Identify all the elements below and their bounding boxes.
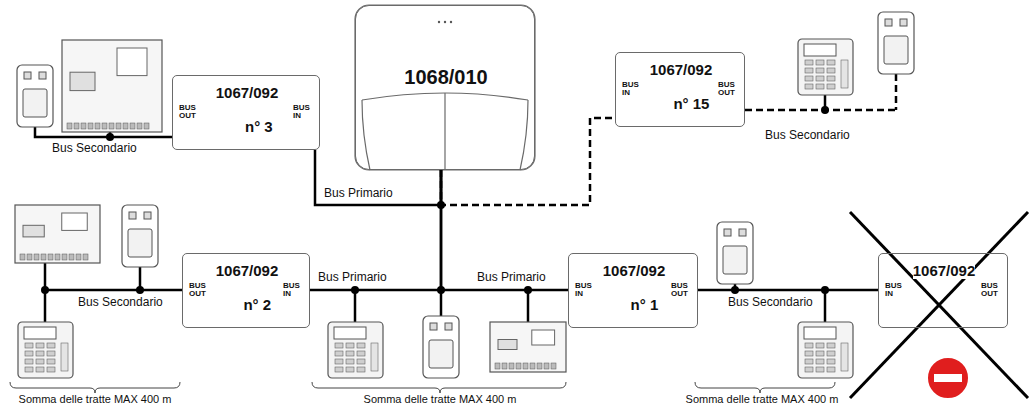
port-label: BUS OUT <box>718 81 740 98</box>
junction-dot <box>41 106 829 294</box>
length-note: Somma delle tratte MAX 400 m <box>364 393 517 405</box>
module-board <box>15 205 100 263</box>
reader-device <box>717 222 753 284</box>
box-fill <box>878 253 1008 328</box>
bus-expander: 1067/092 n° 15 BUS IN BUS OUT <box>615 52 745 127</box>
model-code: 1068/010 <box>404 66 487 89</box>
model-code: 1067/092 <box>216 84 279 101</box>
bus-expander: 1067/092 n° 1 BUS IN BUS OUT <box>568 253 698 328</box>
bus-expander: 1067/092 n° 2 BUS OUT BUS IN <box>182 253 310 328</box>
port-label: BUS OUT <box>189 282 211 299</box>
port-label: BUS IN <box>283 282 305 299</box>
port-label: BUS IN <box>293 104 315 121</box>
control-unit: 1068/010 <box>355 5 535 170</box>
bus-line <box>698 289 878 292</box>
no-entry-sign <box>927 357 969 399</box>
length-note: Somma delle tratte MAX 400 m <box>686 393 839 405</box>
module-board <box>490 322 566 372</box>
unit-number: n° 2 <box>243 296 271 313</box>
bus-label: Bus Primario <box>318 270 387 284</box>
bus-label: Bus Primario <box>324 186 393 200</box>
unit-number: n° 15 <box>673 95 709 112</box>
bus-label: Bus Secondario <box>78 295 163 309</box>
model-code: 1067/092 <box>650 61 713 78</box>
port-label: BUS IN <box>622 81 644 98</box>
keypad-device <box>798 322 853 378</box>
port-label: BUS OUT <box>671 282 693 299</box>
bus-line <box>315 150 441 205</box>
model-code: 1067/092 <box>603 262 666 279</box>
unit-number: n° 1 <box>631 296 659 313</box>
model-code: 1067/092 <box>913 262 976 279</box>
keypad-device <box>18 322 73 378</box>
reader-device <box>878 12 914 74</box>
central-unit-housing <box>355 5 535 170</box>
port-label: BUS OUT <box>179 104 201 121</box>
led-dots <box>438 21 452 23</box>
unit-number: n° 3 <box>245 118 273 135</box>
model-code: 1067/092 <box>216 262 279 279</box>
bus-line <box>310 170 441 290</box>
keypad-device <box>798 39 853 95</box>
bus-label: Bus Secondario <box>728 295 813 309</box>
port-label: BUS IN <box>885 282 907 299</box>
bus-expander: 1067/092 n° 3 BUS OUT BUS IN <box>172 75 320 150</box>
dashed-bus-line <box>441 118 615 205</box>
port-label: BUS IN <box>575 282 597 299</box>
keypad-device <box>328 322 383 378</box>
module-board <box>62 40 162 132</box>
port-label: BUS OUT <box>981 282 1003 299</box>
reader-device <box>423 316 459 378</box>
cross-out <box>850 212 1028 398</box>
bracket <box>10 382 835 393</box>
reader-device <box>122 205 158 267</box>
bus-expander-forbidden: 1067/092BUS IN BUS OUT <box>878 253 1008 328</box>
length-note: Somma delle tratte MAX 400 m <box>19 393 172 405</box>
reader-device <box>17 65 53 127</box>
bus-label: Bus Primario <box>477 270 546 284</box>
bus-label: Bus Secondario <box>52 141 137 155</box>
bus-label: Bus Secondario <box>765 128 850 142</box>
bus-line <box>441 170 568 290</box>
